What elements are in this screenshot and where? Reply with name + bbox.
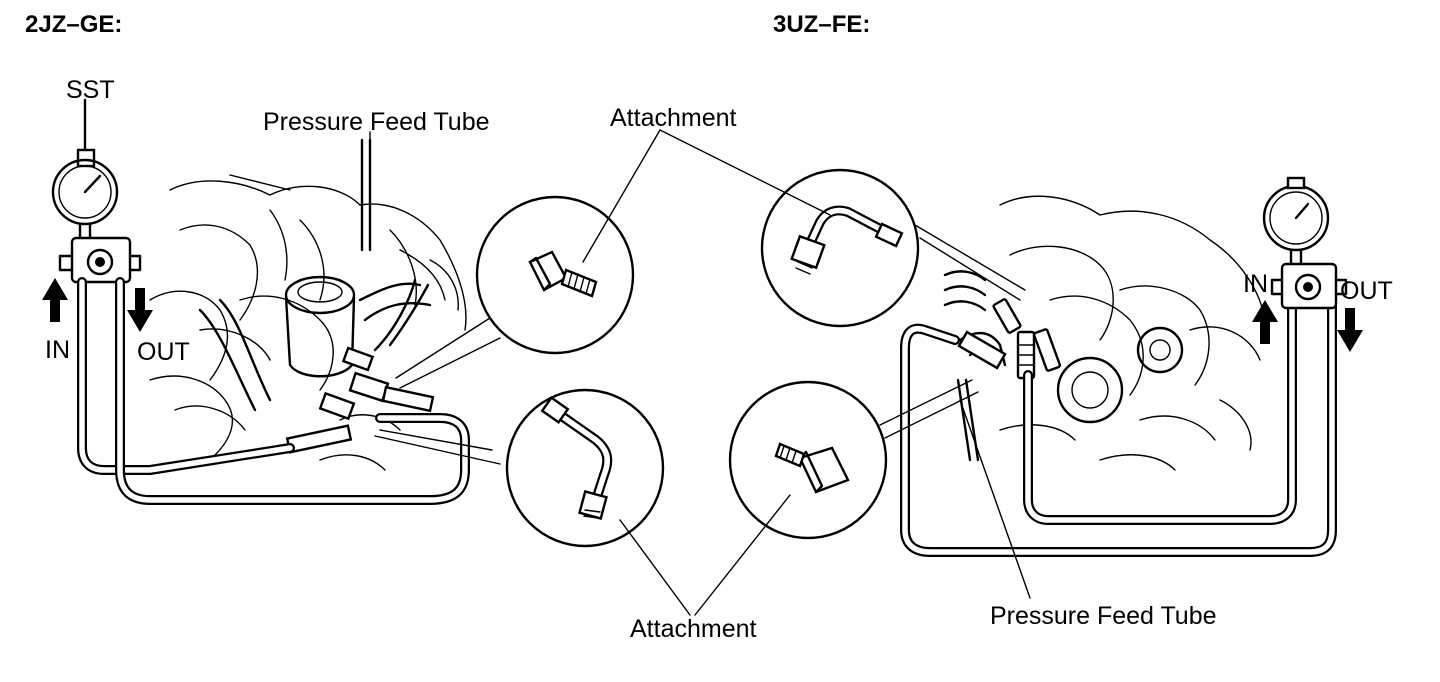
pressure-feed-tube-label-right: Pressure Feed Tube xyxy=(990,602,1217,630)
pressure-feed-tube-leader-right xyxy=(959,399,1031,599)
elbow-fitting-icon xyxy=(540,396,613,520)
engine-sketch-left xyxy=(149,138,467,471)
arrow-up-icon xyxy=(1252,300,1278,344)
attachment-detail-circle-bottom-right xyxy=(694,379,979,616)
arrow-down-icon xyxy=(127,288,153,332)
attachment-top-leader-bottom xyxy=(395,317,491,379)
attachment-detail-circle-top-right xyxy=(659,129,1026,328)
sst-label: SST xyxy=(66,76,115,104)
attachment-top-leader-right xyxy=(659,129,831,216)
valve-icon xyxy=(58,236,142,284)
arrow-down-icon xyxy=(1337,308,1363,352)
attachment-detail-circle-top-left xyxy=(475,129,661,355)
valve-icon xyxy=(1270,262,1348,310)
straight-fitting-icon xyxy=(774,442,850,494)
attachment-label-bottom: Attachment xyxy=(630,615,757,643)
pressure-gauge-icon xyxy=(51,98,119,242)
attachment-detail-circle-bottom-left xyxy=(505,388,691,616)
header-3uz-fe: 3UZ–FE: xyxy=(773,11,871,38)
engine-sketch-right xyxy=(943,195,1266,471)
pressure-gauge-icon xyxy=(1262,176,1330,268)
gauge-hose-right xyxy=(900,295,1337,557)
arrow-up-icon xyxy=(42,278,68,322)
out-label-right: OUT xyxy=(1340,277,1393,305)
straight-fitting-icon xyxy=(528,250,598,298)
pressure-feed-tube-label-left: Pressure Feed Tube xyxy=(263,108,490,136)
elbow-fitting-icon xyxy=(790,205,904,275)
out-label-left: OUT xyxy=(137,338,190,366)
header-2jz-ge: 2JZ–GE: xyxy=(25,11,123,38)
gauge-hose-left xyxy=(77,277,470,505)
attachment-label-top: Attachment xyxy=(610,104,737,132)
in-label-right: IN xyxy=(1243,270,1268,298)
in-label-left: IN xyxy=(45,336,70,364)
